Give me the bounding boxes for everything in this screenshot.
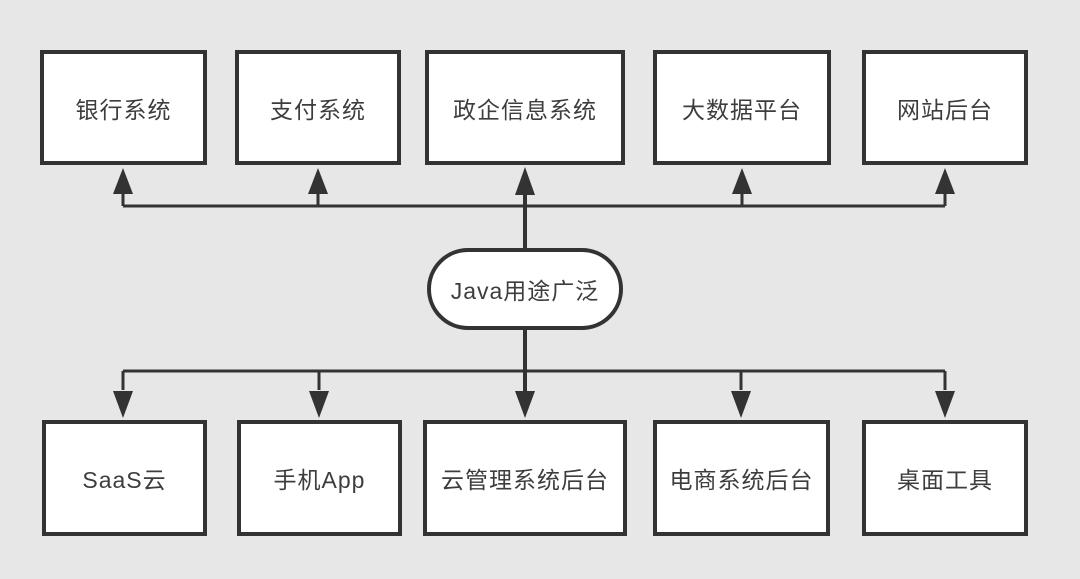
- node-mobile-app-label: 手机App: [273, 467, 366, 493]
- node-cloud-mgmt-backend-label: 云管理系统后台: [441, 467, 609, 493]
- arrowhead-down-2: [309, 391, 329, 418]
- arrowhead-up-1: [113, 168, 133, 194]
- node-java-center: Java用途广泛: [427, 248, 623, 330]
- node-saas-cloud-label: SaaS云: [82, 467, 167, 493]
- node-website-backend-label: 网站后台: [897, 96, 993, 123]
- node-big-data-platform: 大数据平台: [653, 50, 831, 165]
- arrowhead-down-5: [935, 391, 955, 418]
- node-mobile-app: 手机App: [237, 420, 402, 536]
- node-big-data-platform-label: 大数据平台: [682, 96, 802, 123]
- node-desktop-tools: 桌面工具: [862, 420, 1028, 536]
- arrowhead-down-4: [731, 391, 751, 418]
- node-ecommerce-backend-label: 电商系统后台: [669, 467, 814, 493]
- node-bank-system-label: 银行系统: [75, 96, 172, 123]
- arrowhead-up-5: [935, 168, 955, 194]
- arrowhead-down-3: [515, 391, 535, 418]
- node-java-center-label: Java用途广泛: [450, 278, 600, 304]
- node-gov-enterprise-info: 政企信息系统: [425, 50, 625, 165]
- node-payment-system-label: 支付系统: [270, 96, 366, 123]
- arrowhead-up-3: [515, 167, 535, 195]
- node-payment-system: 支付系统: [235, 50, 401, 165]
- node-gov-enterprise-info-label: 政企信息系统: [453, 96, 597, 123]
- arrowhead-up-2: [308, 168, 328, 194]
- node-bank-system: 银行系统: [40, 50, 207, 165]
- node-cloud-mgmt-backend: 云管理系统后台: [423, 420, 627, 536]
- arrowhead-up-4: [732, 168, 752, 194]
- arrowhead-down-1: [113, 391, 133, 418]
- node-website-backend: 网站后台: [862, 50, 1028, 165]
- node-saas-cloud: SaaS云: [42, 420, 207, 536]
- node-desktop-tools-label: 桌面工具: [897, 467, 993, 493]
- node-ecommerce-backend: 电商系统后台: [653, 420, 830, 536]
